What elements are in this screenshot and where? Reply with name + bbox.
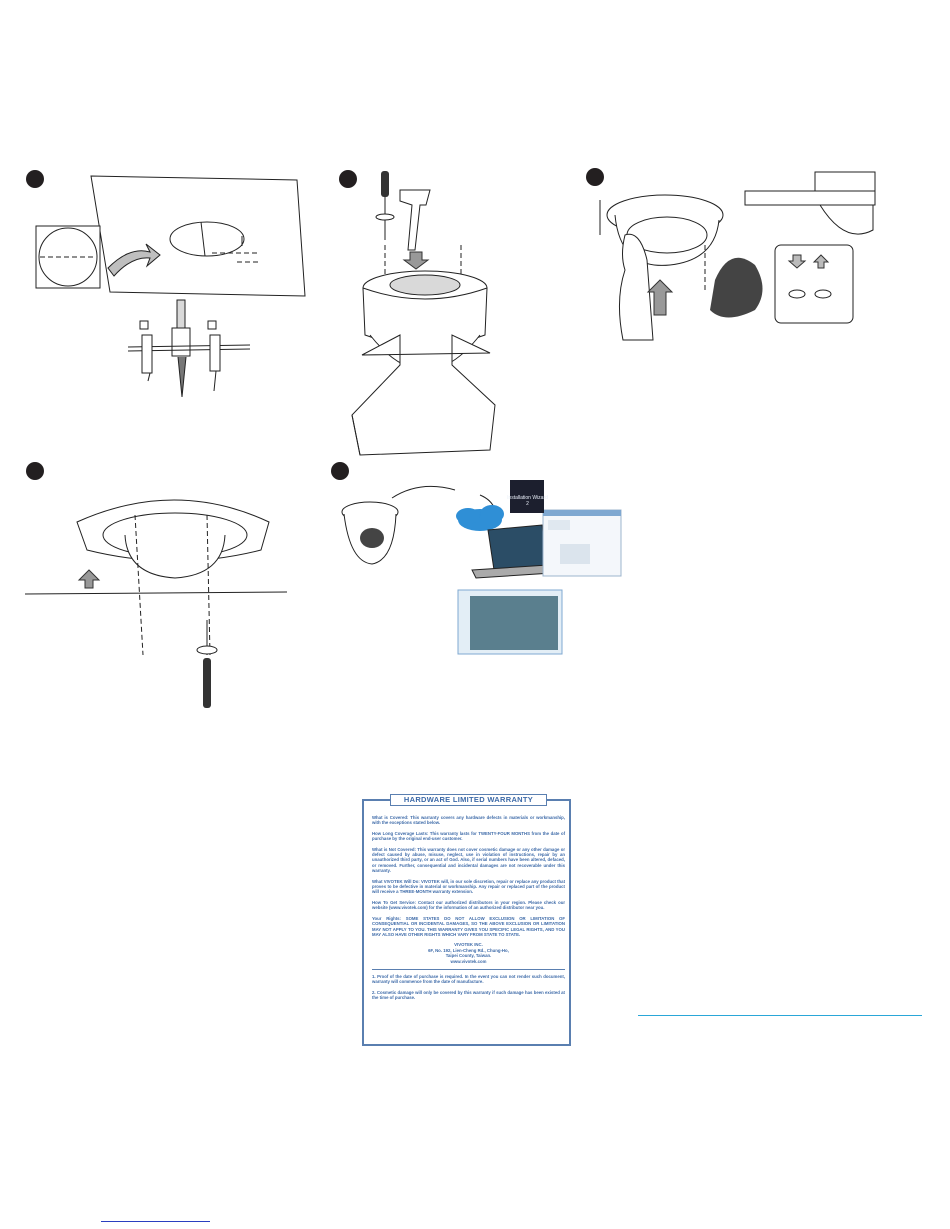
step-3-marker: [586, 168, 604, 186]
divider-line: [101, 1221, 210, 1222]
hardware-limited-warranty-box: HARDWARE LIMITED WARRANTY What is Covere…: [362, 794, 571, 1046]
warranty-paragraph: What is Covered: This warranty covers an…: [372, 815, 565, 826]
warranty-note: 1. Proof of the date of purchase is requ…: [372, 973, 565, 985]
divider-line: [638, 1015, 922, 1016]
warranty-paragraph: How To Get Service: Contact our authoriz…: [372, 899, 565, 911]
step-2-marker: [339, 170, 357, 188]
warranty-note: 2. Cosmetic damage will only be covered …: [372, 989, 565, 1001]
step-3-dome-attach-illustration: [599, 171, 876, 341]
warranty-paragraph: How Long Coverage Lasts: This warranty l…: [372, 830, 565, 842]
warranty-paragraph: What VIVOTEK Will Do: VIVOTEK will, in o…: [372, 878, 565, 895]
step-4-cover-secure-illustration: [24, 499, 288, 708]
warranty-paragraph: Your Rights: SOME STATES DO NOT ALLOW EX…: [372, 915, 565, 937]
installation-wizard-icon: [510, 480, 544, 513]
warranty-website: www.vivotek.com: [450, 958, 487, 964]
warranty-divider: [372, 968, 565, 970]
step-5-marker: [331, 462, 349, 480]
step-1-ceiling-template-illustration: [35, 175, 306, 297]
warranty-title: HARDWARE LIMITED WARRANTY: [390, 794, 547, 806]
warranty-company: VIVOTEK INC.: [454, 942, 483, 948]
hole-saw-icon: [127, 299, 251, 398]
step-2-screw-mount-illustration: [351, 171, 496, 456]
step-5-network-illustration: [341, 485, 622, 655]
installation-wizard-label: Installation Wizard 2: [507, 495, 548, 507]
step-4-marker: [26, 462, 44, 480]
warranty-address-1: 6F, No. 192, Lien-Cheng Rd., Chung-Ho,: [428, 947, 509, 953]
warranty-body: What is Covered: This warranty covers an…: [372, 815, 565, 1006]
warranty-paragraph: What is Not Covered: This warranty does …: [372, 846, 565, 874]
step-1-marker: [26, 170, 44, 188]
warranty-address-2: Taipei County, Taiwan.: [445, 953, 492, 959]
